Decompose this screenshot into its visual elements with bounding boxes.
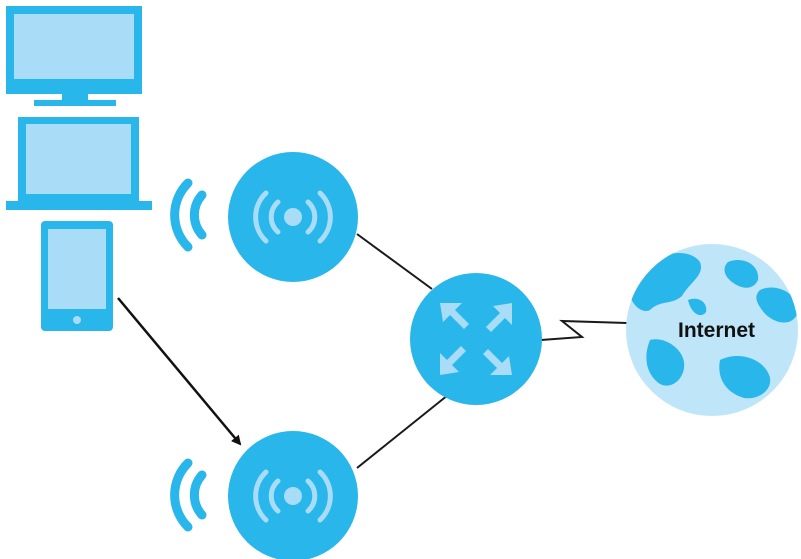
wifi-signal-icon [170, 458, 207, 532]
link-ap-bottom-to-router [356, 394, 449, 469]
desktop-monitor-icon [6, 6, 142, 106]
laptop-icon [6, 117, 152, 210]
link-router-to-internet [540, 319, 628, 341]
globe-icon: Internet [626, 244, 798, 416]
internet-label: Internet [678, 319, 755, 342]
roaming-arrow [117, 297, 242, 446]
wifi-signal-icon [170, 178, 207, 252]
link-ap-top-to-router [356, 233, 433, 290]
router-icon [410, 273, 542, 405]
connection-lines [356, 233, 628, 469]
wireless-access-point-icon [228, 431, 358, 559]
wireless-access-point-icon [228, 152, 358, 282]
tablet-icon [41, 221, 113, 331]
